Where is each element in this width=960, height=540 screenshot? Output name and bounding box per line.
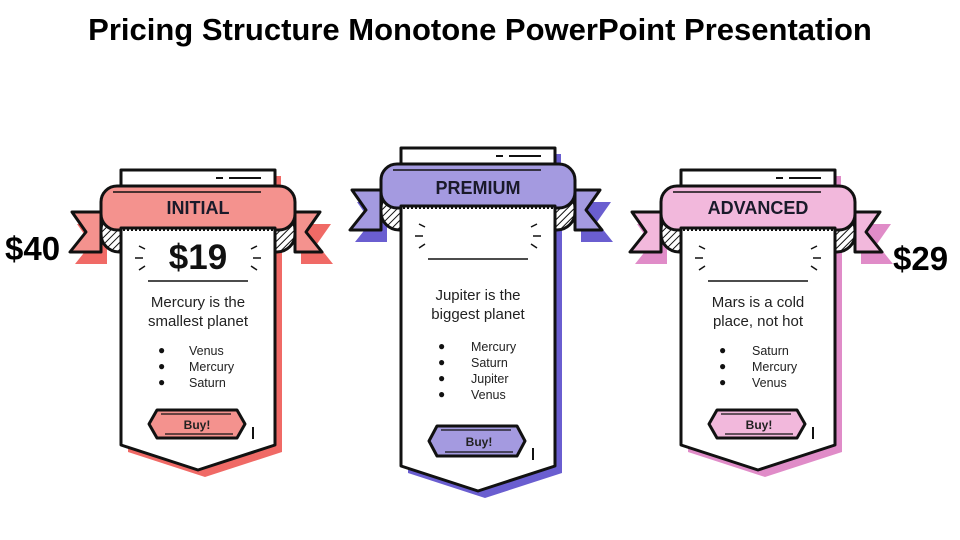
- ribbon-wing-left: [628, 210, 663, 254]
- side-price-left: $40: [5, 230, 61, 267]
- feature-item: Mercury: [189, 360, 235, 374]
- feature-item: Venus: [471, 388, 506, 402]
- sparkle-mark: [530, 243, 538, 249]
- card-graphic: [628, 168, 893, 477]
- feature-item: Saturn: [752, 344, 789, 358]
- sparkle-mark: [810, 265, 818, 271]
- card-graphic: [348, 146, 613, 498]
- feature-item: Saturn: [471, 356, 508, 370]
- card-title: ADVANCED: [707, 198, 809, 218]
- sparkle-mark: [530, 223, 538, 228]
- buy-button-shape[interactable]: [147, 408, 247, 440]
- feature-item: Saturn: [189, 376, 226, 390]
- buy-button[interactable]: Buy!: [183, 418, 211, 432]
- feature-item: Venus: [189, 344, 224, 358]
- sparkle-mark: [138, 265, 146, 271]
- card-title: PREMIUM: [435, 178, 521, 198]
- card-body: [399, 204, 557, 493]
- side-price-right: $29: [893, 240, 949, 277]
- card-title: INITIAL: [166, 198, 230, 218]
- sparkle-mark: [250, 265, 258, 271]
- sparkle-mark: [418, 223, 426, 228]
- sparkle-mark: [250, 245, 258, 250]
- sparkle-mark: [418, 243, 426, 249]
- sparkle-mark: [810, 245, 818, 250]
- buy-button-shape[interactable]: [427, 424, 527, 458]
- ribbon-wing-left: [348, 188, 383, 232]
- ribbon-wing-right: [573, 188, 604, 232]
- buy-button-shape[interactable]: [707, 408, 807, 440]
- buy-button[interactable]: Buy!: [465, 435, 493, 449]
- sparkle-mark: [138, 245, 146, 250]
- card-price: $19: [168, 238, 228, 277]
- feature-item: Venus: [752, 376, 787, 390]
- sparkle-mark: [698, 265, 706, 271]
- ribbon-wing-right: [853, 210, 884, 254]
- card-graphic: [68, 168, 333, 477]
- ribbon-wing-right: [293, 210, 324, 254]
- feature-item: Jupiter: [471, 372, 509, 386]
- feature-item: Mercury: [752, 360, 798, 374]
- sparkle-mark: [698, 245, 706, 250]
- slide-title: Pricing Structure Monotone PowerPoint Pr…: [88, 12, 872, 47]
- feature-item: Mercury: [471, 340, 517, 354]
- ribbon-wing-left: [68, 210, 103, 254]
- buy-button[interactable]: Buy!: [745, 418, 773, 432]
